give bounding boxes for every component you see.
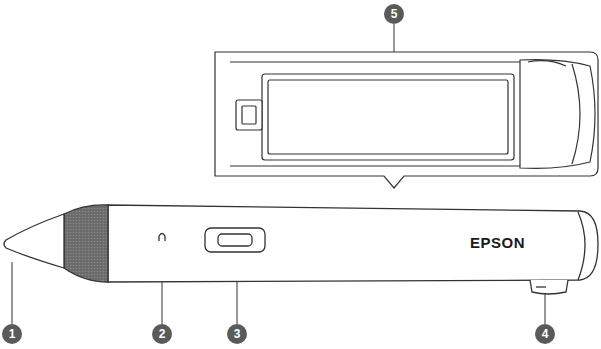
callout-number: 2 <box>152 324 172 344</box>
brand-logo: EPSON <box>470 234 525 251</box>
callout-number: 4 <box>535 324 555 344</box>
callout-number: 3 <box>227 324 247 344</box>
callout-number: 5 <box>384 4 404 24</box>
callout-number: 1 <box>2 324 22 344</box>
